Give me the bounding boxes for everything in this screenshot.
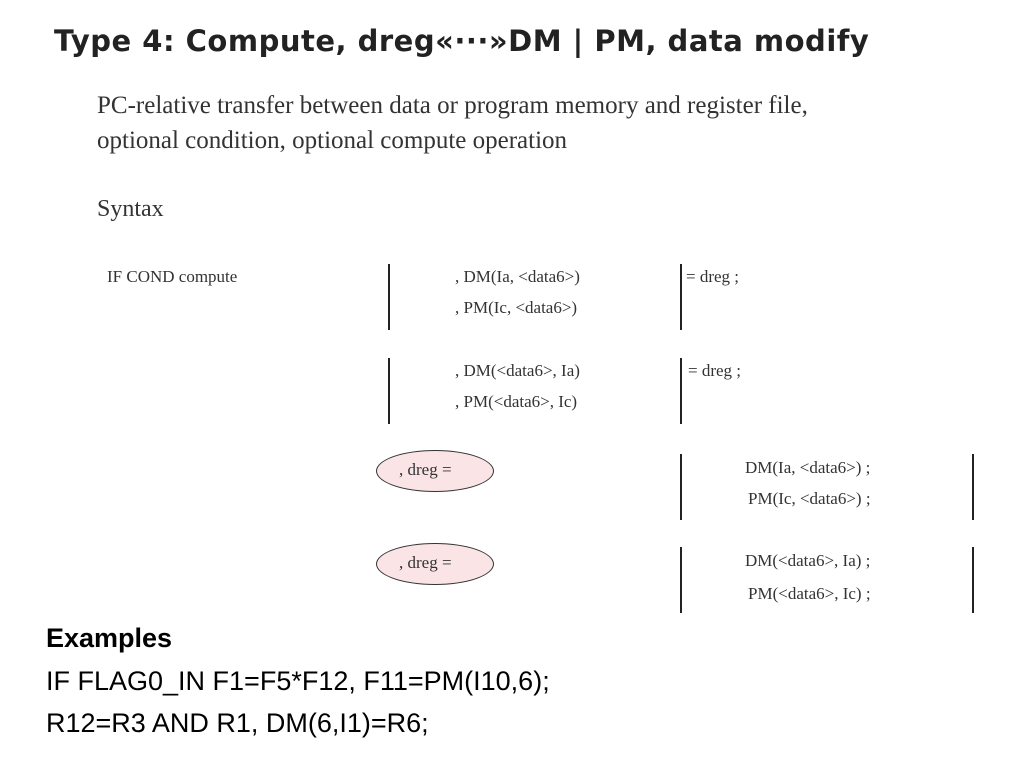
row3-option-pm: PM(Ic, <data6>) ; (748, 489, 871, 508)
syntax-heading: Syntax (97, 196, 164, 222)
row2-right-bar (680, 358, 682, 424)
row3-right-bar (972, 454, 974, 520)
description-line-1: PC-relative transfer between data or pro… (97, 92, 808, 119)
row1-option-pm: , PM(Ic, <data6>) (455, 298, 578, 317)
page-title: Type 4: Compute, dreg«···»DM | PM, data … (54, 24, 870, 58)
row4-option-pm: PM(<data6>, Ic) ; (748, 584, 871, 603)
syntax-prefix: IF COND compute (107, 267, 238, 286)
row4-right-bar (972, 547, 974, 613)
row1-right-bar (680, 264, 682, 330)
example-line-1: IF FLAG0_IN F1=F5*F12, F11=PM(I10,6); (46, 666, 550, 696)
row2-assign: = dreg ; (688, 361, 742, 380)
row2-left-bar (388, 358, 390, 424)
row4-option-dm: DM(<data6>, Ia) ; (745, 551, 871, 570)
row1-left-bar (388, 264, 390, 330)
row4-dreg-label: , dreg = (399, 553, 452, 572)
row3-option-dm: DM(Ia, <data6>) ; (745, 458, 871, 477)
row4-dreg-oval: , dreg = (376, 543, 494, 585)
example-line-2: R12=R3 AND R1, DM(6,I1)=R6; (46, 708, 429, 738)
row3-left-bar (680, 454, 682, 520)
row4-left-bar (680, 547, 682, 613)
row3-dreg-oval: , dreg = (376, 450, 494, 492)
row1-option-dm: , DM(Ia, <data6>) (455, 267, 580, 286)
row3-dreg-label: , dreg = (399, 460, 452, 479)
row1-assign: = dreg ; (686, 267, 740, 286)
examples-heading: Examples (46, 623, 173, 653)
description-line-2: optional condition, optional compute ope… (97, 127, 568, 154)
row2-option-dm: , DM(<data6>, Ia) (455, 361, 580, 380)
row2-option-pm: , PM(<data6>, Ic) (455, 392, 578, 411)
